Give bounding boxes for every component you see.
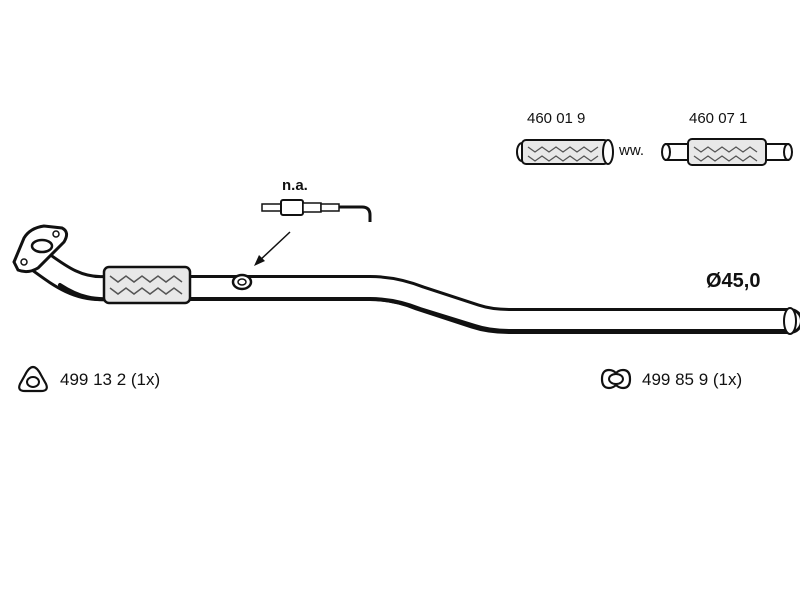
sensor-arrow (254, 231, 291, 266)
oxygen-sensor (261, 199, 372, 222)
pipe-end (783, 307, 797, 335)
gasket-front-label: 499 13 2 (1x) (60, 370, 161, 389)
exhaust-pipe (22, 245, 800, 334)
flex-pipe-b (661, 138, 793, 166)
oval-gasket-icon (600, 368, 632, 390)
sensor-note: n.a. (282, 177, 308, 194)
gasket-rear-label: 499 85 9 (1x) (642, 370, 743, 389)
flex-section (102, 265, 192, 305)
triangle-gasket-icon (18, 365, 48, 393)
alternative-separator: ww. (619, 142, 645, 159)
flex-pipe-b-label: 460 07 1 (689, 110, 748, 127)
pipe-diameter: Ø45,0 (706, 270, 761, 292)
sensor-port (231, 273, 253, 291)
flex-pipe-a-label: 460 01 9 (527, 110, 586, 127)
front-flange (12, 224, 69, 274)
flex-pipe-a (516, 139, 614, 165)
